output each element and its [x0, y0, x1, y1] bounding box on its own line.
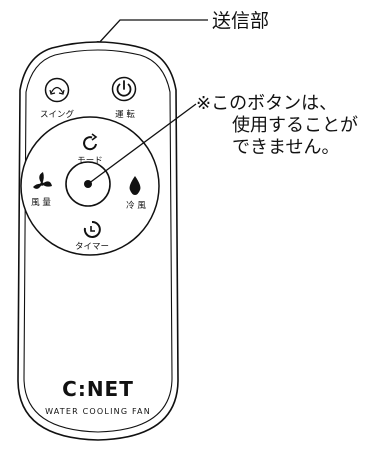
transmitter-leader-line	[97, 19, 208, 45]
mode-label: モード	[77, 156, 103, 166]
water-drop-icon	[129, 176, 141, 195]
timer-icon	[83, 220, 101, 238]
brand-product: WATER COOLING FAN	[45, 407, 151, 416]
timer-label: タイマー	[75, 242, 109, 252]
power-button[interactable]	[111, 76, 137, 102]
brand-logo: C:NET	[62, 377, 134, 401]
remote-body-inner	[23, 49, 173, 433]
cool-button[interactable]: 冷 風	[126, 176, 146, 211]
power-icon	[116, 80, 132, 97]
timer-button[interactable]: タイマー	[75, 220, 109, 252]
fan-icon	[33, 172, 52, 189]
note-line-1: ※このボタンは、	[196, 93, 338, 114]
transmitter-label: 送信部	[212, 10, 269, 32]
note-line-2: 使用することが	[232, 114, 358, 136]
cool-label: 冷 風	[126, 200, 146, 211]
fan-label: 風 量	[31, 198, 51, 208]
mode-button[interactable]: モード	[77, 133, 103, 166]
swing-label: スイング	[40, 109, 75, 120]
swing-icon	[49, 86, 65, 95]
callout-leader-line	[87, 103, 197, 185]
unusable-button-note: ※このボタンは、 使用することが できません。	[196, 93, 358, 159]
mode-refresh-icon	[83, 133, 98, 151]
note-line-3: できません。	[232, 136, 340, 158]
swing-button[interactable]	[44, 77, 70, 103]
power-label: 運 転	[115, 110, 135, 120]
fan-speed-button[interactable]: 風 量	[31, 172, 52, 208]
